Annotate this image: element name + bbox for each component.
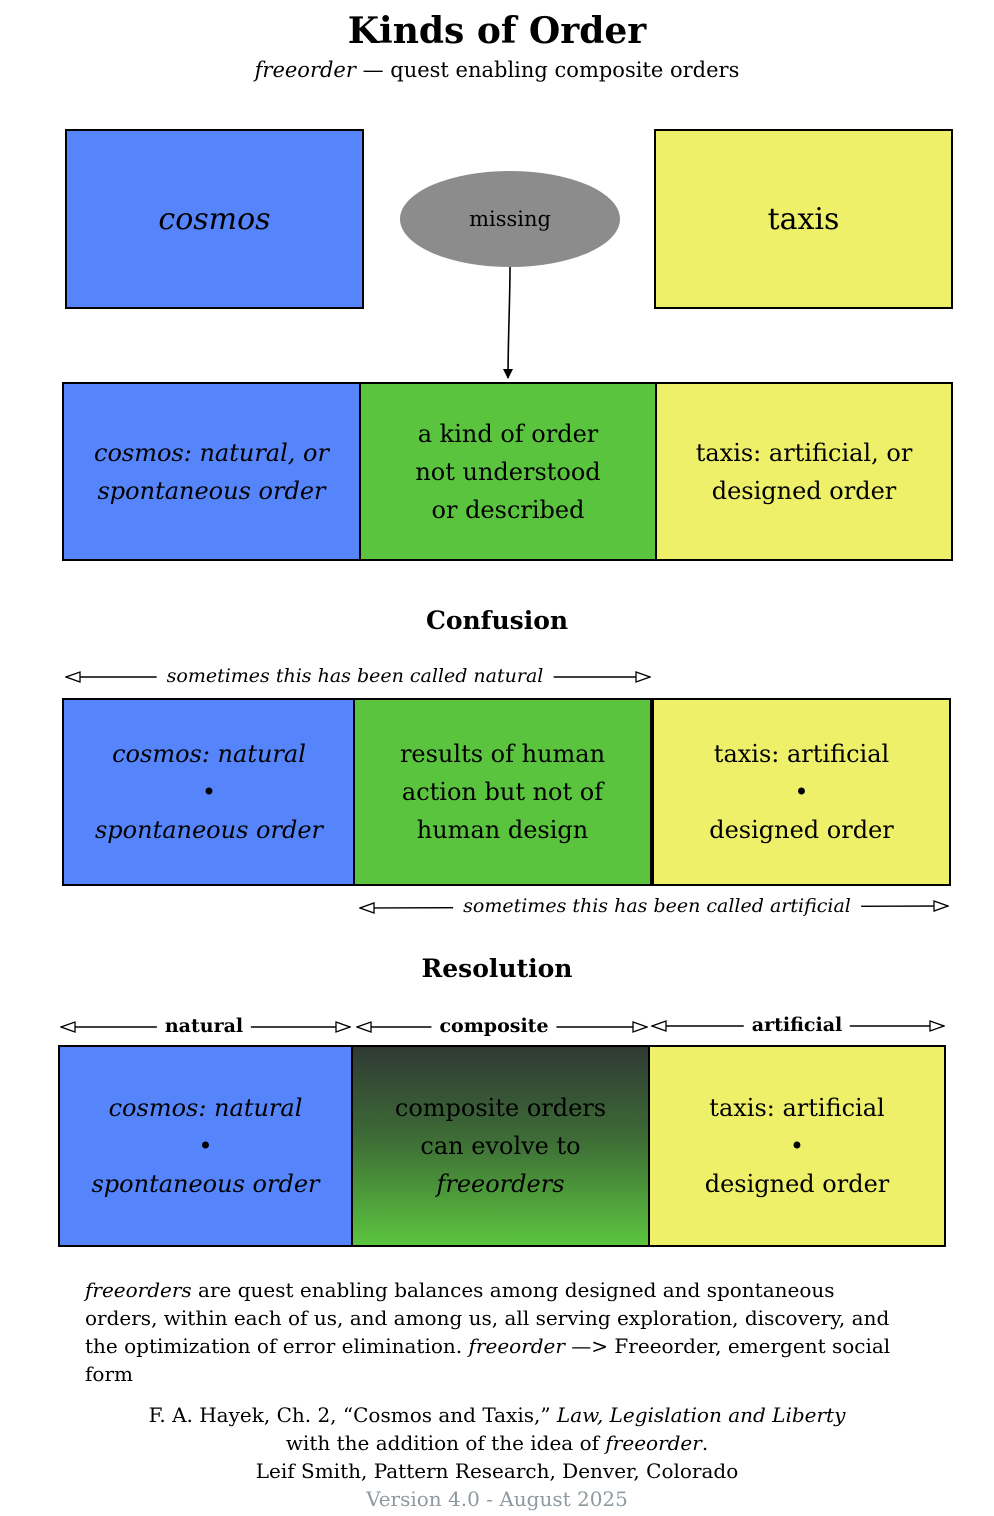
confusion-taxis-line: designed order <box>709 816 894 844</box>
paragraph-freeorders: freeorders <box>85 1278 192 1302</box>
page-subtitle: freeorder — quest enabling composite ord… <box>0 58 994 82</box>
resolution-composite-line: freeorders <box>436 1170 565 1198</box>
artificial-segment-label: artificial <box>743 1014 851 1036</box>
missing-down-arrow <box>503 266 514 379</box>
confusion-cosmos-line: cosmos: natural <box>112 740 306 768</box>
taxis-box: taxis <box>654 129 953 309</box>
resolution-composite-box: composite orders can evolve to freeorder… <box>351 1045 650 1247</box>
row1-missing-line: or described <box>431 495 585 524</box>
row1-taxis-line: designed order <box>711 476 897 505</box>
resolution-taxis-line: designed order <box>704 1170 890 1198</box>
confusion-taxis-line: taxis: artificial <box>713 740 890 768</box>
row1-cosmos-box: cosmos: natural, or spontaneous order <box>62 382 361 561</box>
taxis-label: taxis <box>767 201 840 237</box>
citation-hayek: F. A. Hayek, Ch. 2, “Cosmos and Taxis,” <box>148 1403 557 1427</box>
resolution-heading: Resolution <box>421 954 573 983</box>
row1-taxis-box: taxis: artificial, or designed order <box>655 382 953 561</box>
subtitle-rest: — quest enabling composite orders <box>355 58 740 82</box>
resolution-taxis-line: taxis: artificial <box>709 1094 885 1122</box>
row1-missing-line: a kind of order <box>417 419 599 448</box>
paragraph-freeorder: freeorder <box>468 1334 565 1358</box>
page-title: Kinds of Order <box>347 10 647 52</box>
resolution-composite-line: can evolve to <box>420 1132 581 1160</box>
confusion-heading: Confusion <box>425 606 569 635</box>
subtitle-freeorder: freeorder <box>254 58 356 82</box>
cosmos-label: cosmos <box>158 201 271 237</box>
citation-period: . <box>701 1431 709 1455</box>
confusion-taxis-box: taxis: artificial • designed order <box>652 698 951 886</box>
bullet: • <box>789 1132 805 1160</box>
resolution-cosmos-line: cosmos: natural <box>108 1094 303 1122</box>
row1-taxis-line: taxis: artificial, or <box>695 438 913 467</box>
confusion-middle-line: human design <box>416 816 589 844</box>
version-label: Version 4.0 - August 2025 <box>366 1487 628 1511</box>
missing-ellipse: missing <box>400 171 620 267</box>
citation-addition: with the addition of the idea of <box>285 1431 606 1455</box>
confusion-cosmos-line: spontaneous order <box>94 816 323 844</box>
freeorder-paragraph: freeorders are quest enabling balances a… <box>85 1276 905 1388</box>
cosmos-box: cosmos <box>65 129 364 309</box>
resolution-cosmos-box: cosmos: natural • spontaneous order <box>58 1045 353 1247</box>
bullet: • <box>198 1132 213 1160</box>
confusion-middle-line: results of human <box>399 740 606 768</box>
natural-span-label: sometimes this has been called natural <box>156 665 554 687</box>
citation-line-1: F. A. Hayek, Ch. 2, “Cosmos and Taxis,” … <box>0 1401 994 1429</box>
resolution-composite-line: composite orders <box>394 1094 607 1122</box>
row1-missing-box: a kind of order not understood or descri… <box>359 382 657 561</box>
citation-book-title: Law, Legislation and Liberty <box>556 1403 846 1427</box>
natural-segment-label: natural <box>156 1015 252 1037</box>
paragraph-text: are quest enabling balances among design… <box>85 1278 890 1358</box>
resolution-cosmos-line: spontaneous order <box>91 1170 320 1198</box>
composite-segment-label: composite <box>431 1015 557 1037</box>
row1-missing-line: not understood <box>415 457 601 486</box>
citation-line-2: with the addition of the idea of freeord… <box>0 1429 994 1457</box>
artificial-span-label: sometimes this has been called artificia… <box>453 895 861 917</box>
missing-label: missing <box>469 207 551 231</box>
bullet: • <box>794 778 809 806</box>
confusion-middle-line: action but not of <box>401 778 604 806</box>
row1-cosmos-line: spontaneous order <box>97 476 326 505</box>
bullet: • <box>201 778 217 806</box>
paragraph-text-end: —> Freeorder, emergent social form <box>85 1334 891 1386</box>
citation-author: Leif Smith, Pattern Research, Denver, Co… <box>255 1459 739 1483</box>
resolution-taxis-box: taxis: artificial • designed order <box>648 1045 946 1247</box>
row1-cosmos-line: cosmos: natural, or <box>94 438 329 467</box>
confusion-middle-box: results of human action but not of human… <box>353 698 652 886</box>
citation-freeorder: freeorder <box>605 1431 702 1455</box>
